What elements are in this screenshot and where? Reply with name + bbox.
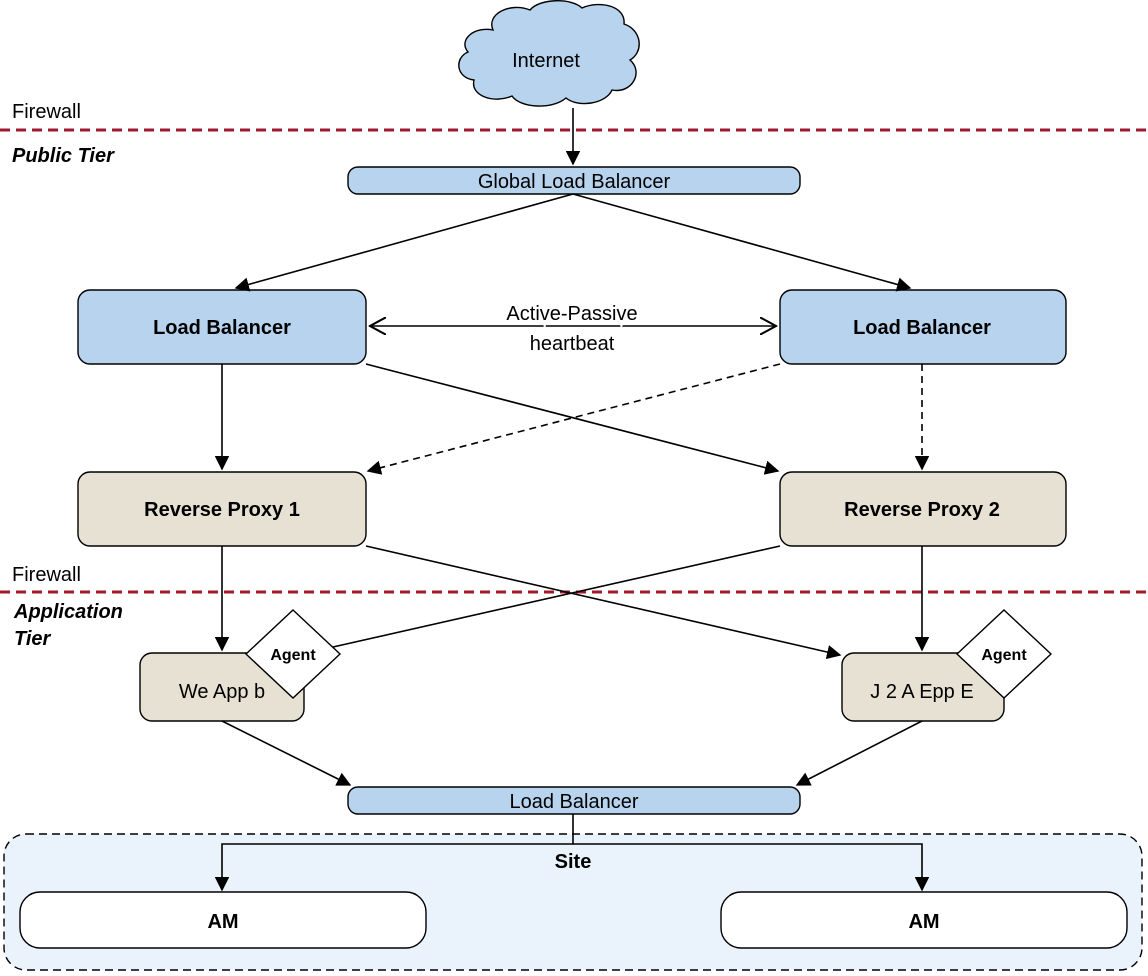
- agent-right-label: Agent: [981, 647, 1027, 664]
- application-tier-label-line1: Application: [13, 601, 123, 623]
- agent-left: Agent: [244, 609, 342, 699]
- proxy2-label: Reverse Proxy 2: [844, 499, 1000, 521]
- connectors: [214, 108, 930, 892]
- global-load-balancer: Global Load Balancer: [347, 166, 801, 195]
- global-lb-label: Global Load Balancer: [478, 171, 671, 193]
- public-tier-label: Public Tier: [12, 145, 115, 167]
- edge-global-to-lb-right: [572, 193, 912, 292]
- reverse-proxy-2: Reverse Proxy 2: [779, 471, 1067, 547]
- agent-right: Agent: [955, 609, 1053, 699]
- edge-global-to-lb-left: [234, 193, 574, 292]
- firewall-top: Firewall: [0, 101, 1148, 132]
- edge-lb-bottom-to-am: [214, 814, 574, 892]
- j2ee-label: J 2 A Epp E: [870, 681, 973, 703]
- lb-right-label: Load Balancer: [853, 317, 991, 339]
- lb-left-label: Load Balancer: [153, 317, 291, 339]
- firewall-mid: Firewall: [0, 564, 1148, 594]
- am-left-label: AM: [207, 911, 238, 933]
- heartbeat-label-line1: Active-Passive: [506, 303, 637, 325]
- edge-lb-left-to-proxy2: [365, 363, 780, 475]
- edge-lb-right-to-proxy1: [366, 363, 781, 475]
- cloud-icon: [458, 0, 640, 107]
- heartbeat-connector: Active-Passive heartbeat: [370, 300, 776, 355]
- reverse-proxy-1: Reverse Proxy 1: [77, 471, 367, 547]
- firewall-top-label: Firewall: [12, 101, 81, 123]
- application-tier-label-line2: Tier: [14, 628, 52, 650]
- j2ee-app-box: J 2 A Epp E: [841, 652, 1005, 722]
- lb-bottom-label: Load Balancer: [510, 791, 639, 813]
- internet-cloud: Internet: [458, 0, 640, 107]
- am-left: AM: [19, 891, 427, 949]
- load-balancer-left: Load Balancer: [77, 289, 367, 365]
- proxy1-label: Reverse Proxy 1: [144, 499, 300, 521]
- load-balancer-right: Load Balancer: [779, 289, 1067, 365]
- edge-lb-bottom-to-am-right: [573, 843, 930, 892]
- edge-proxy2-to-agent-left: [332, 545, 781, 648]
- site-label: Site: [555, 851, 592, 873]
- load-balancer-bottom: Load Balancer: [347, 786, 801, 815]
- internet-label: Internet: [512, 50, 580, 72]
- webapp-label: We App b: [179, 681, 265, 703]
- am-right: AM: [720, 891, 1128, 949]
- edge-j2ee-to-lb-bottom: [795, 720, 923, 786]
- firewall-mid-label: Firewall: [12, 564, 81, 586]
- edge-webapp-to-lb-bottom: [221, 720, 352, 786]
- agent-left-label: Agent: [270, 647, 316, 664]
- heartbeat-label-line2: heartbeat: [530, 333, 615, 355]
- am-right-label: AM: [908, 911, 939, 933]
- edge-proxy1-to-j2ee: [365, 545, 842, 660]
